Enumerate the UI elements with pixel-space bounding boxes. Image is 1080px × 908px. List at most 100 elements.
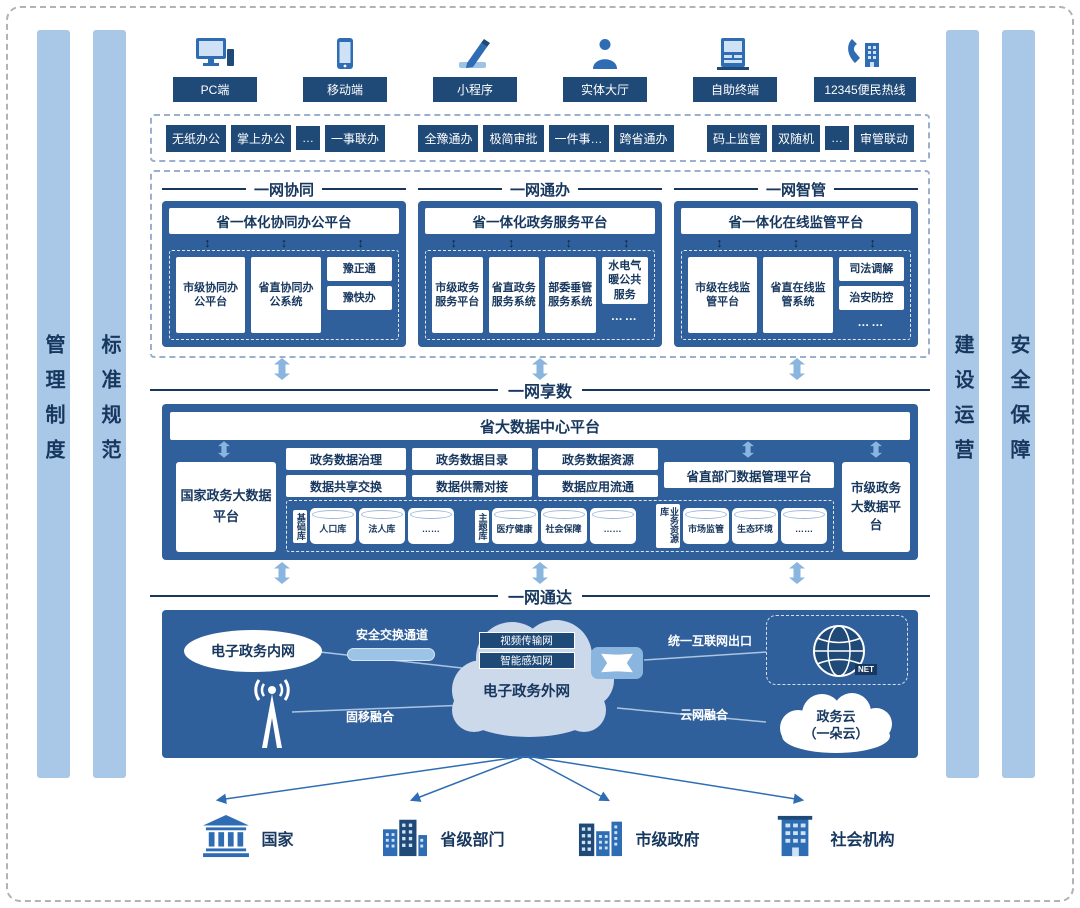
title-text: 一网通达	[508, 590, 573, 607]
destination-label: 省级部门	[440, 832, 505, 849]
sub-systems-area: 市级政务服务平台 省直政务服务系统 部委垂管服务系统 水电气暖公共服务 ……	[425, 250, 655, 340]
service-tag: …	[824, 126, 849, 150]
extranet-cloud: 视频传输网 智能感知网 电子政务外网	[434, 612, 619, 744]
secure-channel-label: 安全交换通道	[355, 628, 428, 642]
department-data-platform: 省直部门数据管理平台	[664, 462, 834, 488]
data-layer-panel: 省大数据中心平台 国家政务大数据平台 政务数据治理 政务数据目录 政务数据资源 …	[162, 404, 918, 560]
antenna-icon	[246, 678, 298, 755]
gov-cloud-shape	[780, 693, 892, 753]
pillar-label: 建设运营	[951, 334, 973, 474]
platform-bar: 省一体化政务服务平台	[425, 208, 655, 234]
municipal-bigdata-platform: 市级政务大数据平台	[842, 462, 910, 552]
database-cylinder-icon: ……	[781, 508, 827, 544]
data-function-box: 数据供需对接	[412, 475, 532, 497]
updown-arrow-icon	[532, 562, 548, 584]
pillar-security-assurance: 安全保障	[1002, 30, 1035, 778]
app-column-title: 一网智管	[674, 177, 918, 201]
channel-pc: PC端	[150, 28, 280, 102]
pillar-construction-operation: 建设运营	[946, 30, 979, 778]
system-stack: 水电气暖公共服务 ……	[601, 257, 648, 333]
organization-building-icon	[770, 814, 820, 863]
system-box: 省直在线监管系统	[763, 257, 833, 333]
channel-row: PC端 移动端 小程序 实体大厅 自助终端	[150, 28, 930, 102]
system-box: 水电气暖公共服务	[601, 257, 648, 304]
mobile-icon	[325, 35, 365, 71]
service-tags-row: 无纸办公 掌上办公 … 一事联办 全豫通办 极简审批 一件事… 跨省通办 码上监…	[150, 114, 930, 162]
database-cylinder-icon: ……	[407, 508, 454, 544]
big-data-center-platform: 省大数据中心平台	[170, 412, 910, 440]
data-function-box: 数据应用流通	[538, 475, 658, 497]
database-group-basic: 基础库 人口库 法人库 ……	[293, 508, 454, 544]
kiosk-icon	[715, 35, 755, 71]
app-column-title: 一网协同	[162, 177, 406, 201]
service-tag: …	[296, 126, 321, 150]
title-text: 一网通办	[510, 181, 571, 199]
destination-social-organizations: 社会机构	[735, 800, 930, 876]
internet-globe-icon	[811, 623, 867, 684]
service-tag: 全豫通办	[418, 124, 479, 152]
double-arrow-icon	[357, 236, 364, 249]
sensing-network-chip: 智能感知网	[478, 652, 575, 669]
pillar-label: 标准规范	[98, 334, 120, 474]
destination-row: 国家 省级部门 市级政府	[150, 800, 930, 876]
arrow-row	[425, 234, 655, 250]
destination-label: 国家	[261, 832, 294, 849]
destination-label: 社会机构	[830, 832, 895, 849]
data-function-box: 数据共享交换	[286, 475, 406, 497]
updown-arrow-icon	[532, 358, 548, 380]
platform-bar: 省一体化协同办公平台	[169, 208, 399, 234]
arrow-row	[681, 234, 911, 250]
diagram-outer-border	[6, 6, 1074, 902]
database-cylinder-icon: 生态环境	[732, 508, 778, 544]
miniprogram-pen-icon	[455, 35, 495, 71]
title-text: 一网协同	[254, 181, 315, 199]
database-cylinder-icon: 医疗健康	[491, 508, 538, 544]
service-tag: 掌上办公	[231, 124, 292, 152]
app-column-collaboration: 一网协同 省一体化协同办公平台 市级协同办公平台 省直协同办公系统 豫正通 豫快…	[162, 177, 406, 347]
service-tag: 无纸办公	[166, 124, 227, 152]
city-buildings-icon	[575, 814, 625, 863]
more-ellipsis: ……	[857, 315, 886, 329]
updown-arrow-icon	[218, 441, 234, 463]
gov-cloud: 政务云 （一朵云）	[764, 690, 908, 756]
double-arrow-icon	[566, 236, 573, 249]
database-cylinder-icon: 人口库	[309, 508, 356, 544]
double-arrow-icon	[451, 236, 458, 249]
destination-nation: 国家	[150, 800, 345, 876]
data-function-box: 政务数据资源	[538, 448, 658, 470]
channel-mobile: 移动端	[280, 28, 410, 102]
data-function-grid: 政务数据治理 政务数据目录 政务数据资源 数据共享交换 数据供需对接 数据应用流…	[286, 448, 658, 497]
service-panel: 省一体化政务服务平台 市级政务服务平台 省直政务服务系统 部委垂管服务系统 水电…	[418, 201, 662, 347]
updown-arrow-icon	[870, 441, 886, 463]
channel-label: 小程序	[433, 77, 517, 102]
gov-cloud-line2: （一朵云）	[803, 726, 869, 741]
app-column-service: 一网通办 省一体化政务服务平台 市级政务服务平台 省直政务服务系统 部委垂管服务…	[418, 177, 662, 347]
system-box: 市级在线监管平台	[688, 257, 758, 333]
updown-arrow-icon	[789, 358, 805, 380]
app-column-title: 一网通办	[418, 177, 662, 201]
tag-group-supervision: 码上监管 双随机 … 审管联动	[706, 124, 914, 152]
province-buildings-icon	[380, 814, 430, 863]
service-tag: 跨省通办	[613, 124, 674, 152]
updown-arrow-icon	[742, 441, 758, 463]
system-stack: 司法调解 治安防控 ……	[838, 257, 904, 333]
pillar-label: 安全保障	[1007, 334, 1029, 474]
gov-intranet-ellipse: 电子政务内网	[184, 630, 322, 672]
application-layer: 一网协同 省一体化协同办公平台 市级协同办公平台 省直协同办公系统 豫正通 豫快…	[150, 170, 930, 358]
more-ellipsis: ……	[610, 308, 639, 323]
pillar-management-system: 管理制度	[37, 30, 70, 778]
channel-label: 移动端	[303, 77, 387, 102]
gov-cloud-line1: 政务云	[816, 709, 856, 725]
database-group-theme: 主题库 医疗健康 社会保障 ……	[474, 508, 636, 544]
destination-municipal-government: 市级政府	[540, 800, 735, 876]
channel-label: PC端	[173, 77, 257, 102]
double-arrow-icon	[623, 236, 630, 249]
pillar-label: 管理制度	[42, 334, 64, 474]
service-tag: 一事联办	[325, 124, 386, 152]
channel-label: 自助终端	[693, 77, 777, 102]
bank-icon	[201, 814, 251, 863]
tag-group-service: 全豫通办 极简审批 一件事… 跨省通办	[418, 124, 674, 152]
fixed-mobile-fusion-label: 固移融合	[345, 710, 394, 724]
system-box: 豫快办	[326, 286, 392, 310]
